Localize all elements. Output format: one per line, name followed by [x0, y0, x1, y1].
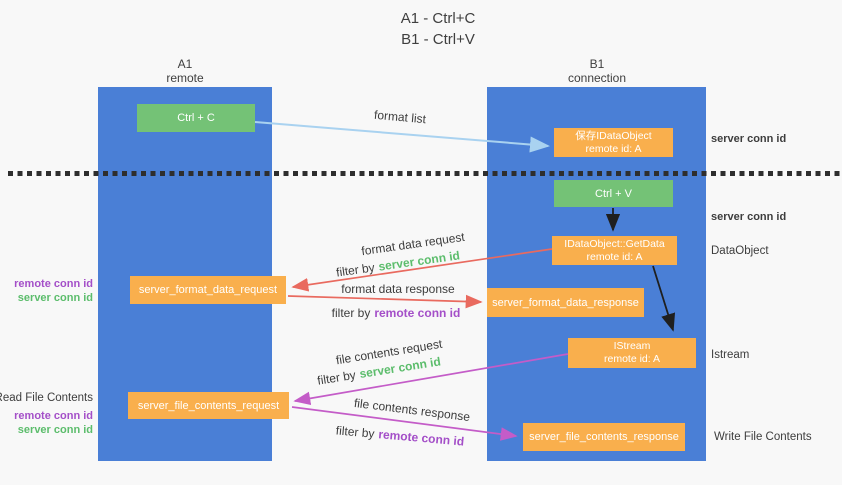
node-ctrl-v: Ctrl + V [554, 180, 673, 207]
node-ctrl-c: Ctrl + C [137, 104, 255, 132]
title-line-b1: B1 - Ctrl+V [401, 31, 475, 48]
right-label-server-conn-id-mid: server conn id [711, 211, 787, 223]
node-save-idataobject-line1: 保存IDataObject [575, 129, 652, 142]
right-label-dataobject: DataObject [711, 245, 769, 257]
node-istream-line1: IStream [613, 340, 651, 352]
node-istream-line2: remote id: A [603, 353, 661, 365]
arrow-format-data-response [287, 294, 483, 309]
left-server-conn-id-2: server conn id [17, 423, 93, 436]
node-server-file-contents-request: server_file_contents_request [128, 392, 289, 419]
dotted-separator-line [8, 171, 842, 176]
node-istream: IStream remote id: A [568, 338, 696, 368]
filter-by-text-4: filter by [335, 423, 376, 441]
lane-b1-name: connection [567, 71, 627, 85]
node-server-format-data-request: server_format_data_request [130, 276, 286, 304]
node-save-idataobject-line2: remote id: A [585, 142, 642, 155]
left-remote-conn-id-1: remote conn id [14, 278, 93, 290]
node-save-idataobject: 保存IDataObject remote id: A [554, 128, 673, 157]
flow-label-format-list: format list [373, 107, 427, 127]
left-remote-conn-id-2: remote conn id [14, 410, 93, 422]
right-label-istream: Istream [711, 349, 750, 361]
lane-a1-id: A1 [177, 57, 193, 71]
title-line-a1: A1 - Ctrl+C [400, 10, 476, 27]
node-server-file-contents-response: server_file_contents_response [523, 423, 685, 451]
flow-label-file-contents-response: file contents response [353, 395, 471, 425]
left-label-conn-ids-1: remote conn id server conn id [14, 278, 93, 305]
node-getdata-line1: IDataObject::GetData [564, 237, 665, 250]
node-getdata-line2: remote id: A [586, 250, 643, 263]
lane-header-b1: B1 connection [568, 57, 626, 85]
remote-conn-id-text-1: remote conn id [374, 306, 461, 320]
filter-by-text-1: filter by [335, 260, 376, 280]
left-label-read-file-contents: Read File Contents [0, 392, 93, 404]
filter-by-text-2: filter by [331, 306, 371, 320]
remote-conn-id-text-2: remote conn id [377, 427, 465, 449]
right-label-write-file-contents: Write File Contents [714, 431, 812, 443]
diagram-title: A1 - Ctrl+C B1 - Ctrl+V [401, 8, 476, 50]
lane-b1-id: B1 [589, 57, 605, 71]
lane-header-a1: A1 remote [166, 57, 203, 85]
right-label-server-conn-id-top: server conn id [711, 133, 787, 145]
flow-label-format-data-response: format data response [341, 282, 455, 296]
left-label-conn-ids-2: remote conn id server conn id [14, 410, 93, 437]
left-server-conn-id-1: server conn id [17, 291, 93, 304]
lane-a1-name: remote [166, 71, 204, 85]
filter-by-text-3: filter by [316, 367, 357, 388]
node-server-format-data-response: server_format_data_response [487, 288, 644, 317]
node-idataobject-getdata: IDataObject::GetData remote id: A [552, 236, 677, 265]
